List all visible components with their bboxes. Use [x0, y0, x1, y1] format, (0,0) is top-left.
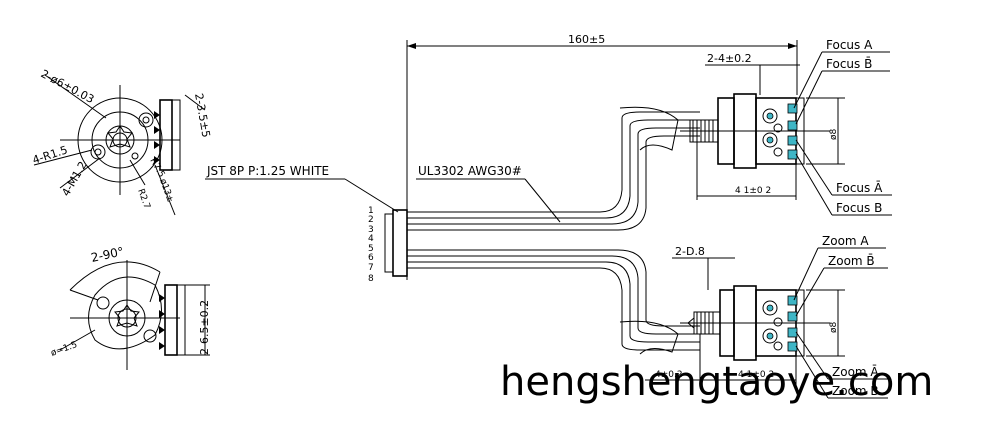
pin-numbers: 1 2 3 4 5 6 7 8 [368, 206, 374, 284]
length-dimension: 160±5 [406, 33, 798, 206]
dim-angle: 2-90° [90, 244, 125, 265]
front-view: 2-ø6±0.03 2-3.5±5 4-R1.5 4-M1.2 R2.7 ø13… [31, 67, 213, 216]
dim-thread: 4-M1.2 [59, 159, 89, 198]
dim-radius-2: R2.7 [135, 188, 151, 211]
pin-number: 2 [368, 215, 374, 225]
pin-number: 6 [368, 253, 374, 263]
pin-number: 8 [368, 274, 374, 284]
side-view: 2-90° 2-6.5±0.2 ø=1.5 [50, 244, 211, 370]
focus-label-a: Focus A [826, 38, 873, 52]
focus-label-a-bar: Focus Ā [836, 181, 883, 195]
focus-body-length: 4 1±0 2 [735, 186, 771, 196]
zoom-partial-dim: 4±0.2 [655, 370, 683, 380]
cable-label: UL3302 AWG30# [418, 164, 522, 178]
dim-diameter: ø13± [157, 178, 175, 204]
pin-number: 5 [368, 244, 374, 254]
focus-motor: 2-4±0.2 ø8 4 1±0 2 Focus A Focus B̄ [680, 38, 892, 216]
focus-label-b-bar: Focus B̄ [826, 57, 872, 71]
pin-number: 4 [368, 234, 374, 244]
dim-tab-length: 2-3.5±5 [192, 92, 213, 138]
focus-diameter: ø8 [829, 128, 839, 140]
zoom-label-b-bar: Zoom B̄ [828, 254, 875, 268]
watermark: hengshengtaoye.com [500, 359, 933, 405]
cable-bundle: UL3302 AWG30# [407, 106, 700, 355]
dim-small: ø=1.5 [50, 340, 79, 359]
connector-label: JST 8P P:1.25 WHITE [206, 164, 329, 178]
pin-number: 1 [368, 206, 374, 216]
dim-radius-1: 4-R1.5 [31, 143, 69, 167]
cable-length-label: 160±5 [568, 33, 605, 46]
zoom-label-b: Zoom B [832, 384, 879, 398]
focus-spacing: 2-4±0.2 [707, 52, 752, 65]
zoom-body-length: 4 1±0.2 [738, 370, 774, 380]
zoom-motor: 2-D.8 ø8 4 1±0.2 4±0.2 Zoom A Zoom B̄ Zo… [645, 234, 888, 399]
dim-height: 2-6.5±0.2 [198, 300, 211, 355]
zoom-spacing: 2-D.8 [675, 245, 705, 258]
focus-label-b: Focus B [836, 201, 882, 215]
pin-number: 3 [368, 225, 374, 235]
zoom-label-a: Zoom A [822, 234, 869, 248]
pin-number: 7 [368, 263, 374, 273]
dim-radius-3: R7.5 [147, 157, 166, 180]
connector: JST 8P P:1.25 WHITE 1 2 3 4 5 6 7 8 [205, 164, 408, 284]
dim-2-holes: 2-ø6±0.03 [39, 67, 97, 106]
zoom-diameter: ø8 [829, 321, 839, 333]
zoom-label-a-bar: Zoom Ā [832, 365, 879, 379]
